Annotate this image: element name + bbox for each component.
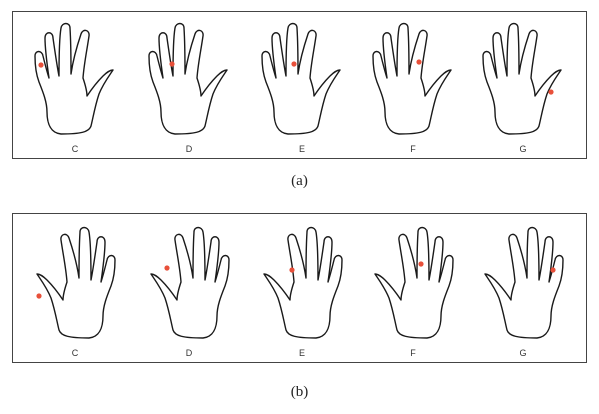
hand-outline [34, 22, 114, 135]
note-label-d: D [186, 348, 193, 358]
hand-c [34, 22, 114, 135]
hand-d [148, 22, 228, 135]
note-label-d: D [186, 144, 193, 154]
panel-b: C D E F G [12, 213, 587, 363]
hand-outline [372, 22, 452, 135]
finger-marker-e [291, 61, 297, 67]
finger-marker-d [169, 61, 175, 67]
hand-outline [484, 226, 564, 339]
hand-outline [36, 226, 116, 339]
panel-a: C D E F G [12, 11, 587, 159]
finger-marker-g [548, 89, 554, 95]
hand-f [372, 22, 452, 135]
hand-e [261, 22, 341, 135]
finger-marker-e [289, 267, 295, 273]
finger-marker-c [36, 293, 42, 299]
note-label-e: E [299, 348, 305, 358]
hand-d [150, 226, 230, 339]
hand-c [36, 226, 116, 339]
hand-e [263, 226, 343, 339]
note-label-g: G [519, 348, 526, 358]
caption-a: (a) [291, 173, 308, 189]
note-label-f: F [410, 348, 416, 358]
note-label-f: F [410, 144, 416, 154]
finger-marker-c [38, 62, 44, 68]
note-label-g: G [519, 144, 526, 154]
hand-g [482, 22, 562, 135]
hand-outline [263, 226, 343, 339]
note-label-e: E [299, 144, 305, 154]
hand-g [484, 226, 564, 339]
note-label-c: C [72, 144, 79, 154]
hand-outline [150, 226, 230, 339]
finger-marker-f [416, 59, 422, 65]
hand-outline [482, 22, 562, 135]
hand-outline [374, 226, 454, 339]
hand-f [374, 226, 454, 339]
hand-outline [261, 22, 341, 135]
finger-marker-d [164, 265, 170, 271]
hands-row-b: C D E F G [36, 226, 564, 358]
caption-b: (b) [290, 384, 309, 400]
hands-row-a: C D E F G [34, 22, 562, 154]
finger-marker-f [418, 261, 424, 267]
finger-marker-g [550, 267, 556, 273]
hand-outline [148, 22, 228, 135]
note-label-c: C [72, 348, 79, 358]
